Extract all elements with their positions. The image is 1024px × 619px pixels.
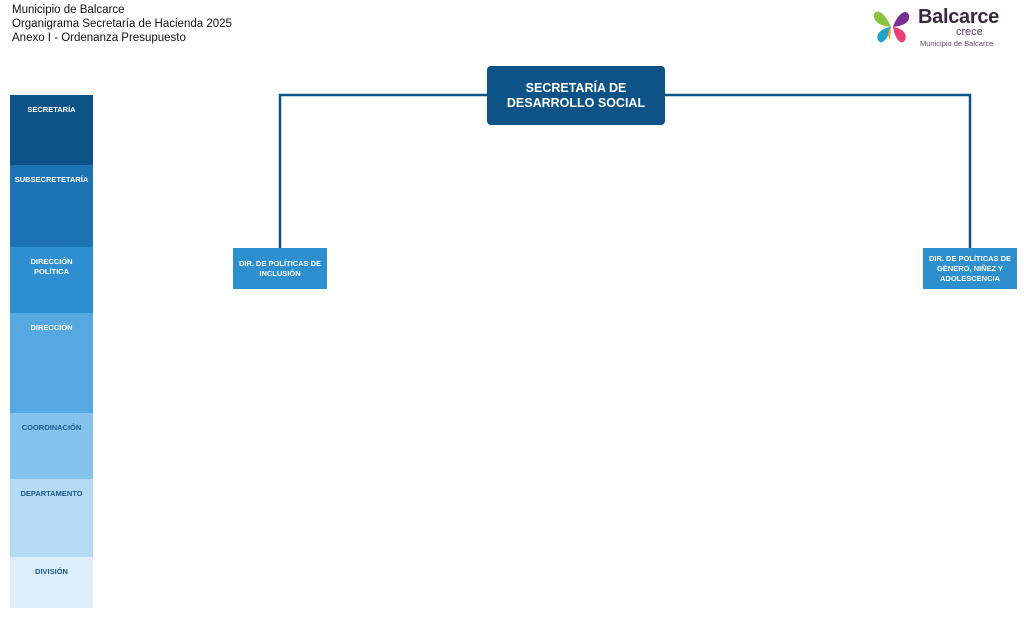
document-header: Municipio de Balcarce Organigrama Secret… xyxy=(12,3,232,45)
legend-level-direccion: DIRECCIÓN xyxy=(10,313,93,413)
header-document-title: Organigrama Secretaría de Hacienda 2025 xyxy=(12,18,232,30)
butterfly-icon xyxy=(874,11,910,43)
connector-left xyxy=(278,93,487,248)
org-node-dir-politicas-genero: DIR. DE POLÍTICAS DE GÉNERO, NIÑEZ Y ADO… xyxy=(923,248,1017,289)
balcarce-logo: Balcarce crece Municipio de Balcarce xyxy=(872,4,1012,50)
logo-brand-text: Balcarce xyxy=(918,6,999,28)
org-node-dir-politicas-inclusion: DIR. DE POLÍTICAS DE INCLUSIÓN xyxy=(233,248,327,289)
header-annex: Anexo I - Ordenanza Presupuesto xyxy=(12,32,186,44)
legend-level-secretaria: SECRETARÍA xyxy=(10,95,93,165)
org-node-secretaria-desarrollo-social: SECRETARÍA DE DESARROLLO SOCIAL xyxy=(487,66,665,125)
logo-subtitle: Municipio de Balcarce xyxy=(920,39,994,48)
org-node-label: SECRETARÍA DE DESARROLLO SOCIAL xyxy=(506,80,646,110)
legend-level-coordinacion: COORDINACIÓN xyxy=(10,413,93,479)
hierarchy-legend: SECRETARÍA SUBSECRETETARÍA DIRECCIÓN POL… xyxy=(10,95,93,608)
org-node-label: DIR. DE POLÍTICAS DE INCLUSIÓN xyxy=(238,258,322,278)
logo-tagline: crece xyxy=(956,26,983,38)
header-municipality: Municipio de Balcarce xyxy=(12,4,125,16)
legend-level-division: DIVISIÓN xyxy=(10,557,93,608)
legend-level-direccion-politica: DIRECCIÓN POLÍTICA xyxy=(10,247,93,313)
legend-level-subsecretaria: SUBSECRETETARÍA xyxy=(10,165,93,247)
connector-right xyxy=(665,93,972,248)
org-node-label: DIR. DE POLÍTICAS DE GÉNERO, NIÑEZ Y ADO… xyxy=(928,253,1012,283)
legend-level-departamento: DEPARTAMENTO xyxy=(10,479,93,557)
